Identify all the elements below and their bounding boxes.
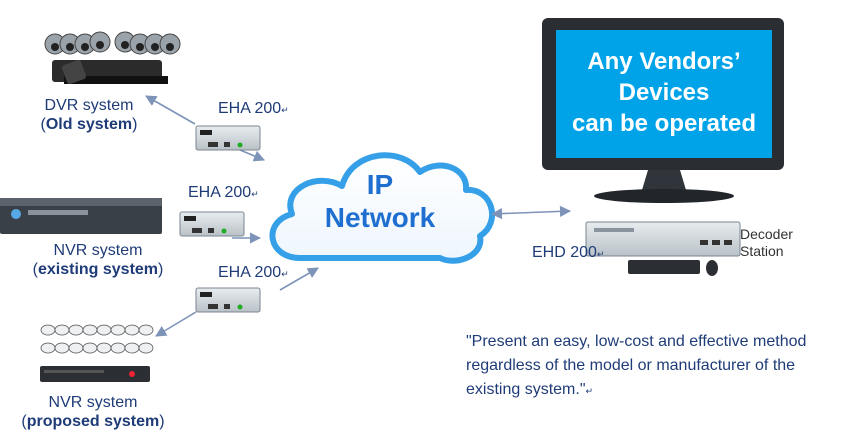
quote-line-1: "Present an easy, low-cost and effective… [466, 333, 807, 350]
cloud-label-network: Network [324, 202, 436, 233]
nvr-proposed-label: NVR system (proposed system) [18, 393, 168, 431]
monitor-text-line-3: can be operated [571, 110, 757, 137]
nvr-proposed-device-image [40, 324, 154, 382]
quote-text: "Present an easy, low-cost and effective… [466, 330, 858, 403]
monitor-text-line-1: Any Vendors’ [587, 48, 741, 75]
nvr-existing-label: NVR system (existing system) [18, 241, 178, 279]
dvr-device-image [44, 31, 181, 84]
encoder-box-2 [179, 211, 245, 237]
nvr-proposed-name: NVR system [48, 394, 138, 411]
monitor-image [542, 18, 784, 203]
monitor-screen-text: Any Vendors’ Devices can be operated [556, 46, 772, 139]
ip-network-cloud [269, 152, 496, 264]
decoder-station-image [585, 221, 741, 276]
dvr-name: DVR system [44, 97, 134, 114]
encoder-box-3 [195, 287, 261, 313]
encoder-label-1: EHA 200↵ [218, 100, 289, 117]
encoder-label-2: EHA 200↵ [188, 184, 259, 201]
nvr-existing-sub: (existing system) [32, 261, 164, 278]
monitor-text-line-2: Devices [618, 79, 710, 106]
decoder-label: EHD 200↵ [532, 244, 605, 261]
dvr-sub: (Old system) [40, 116, 138, 133]
quote-line-3: existing system."↵ [466, 381, 594, 398]
decoder-station-label: Decoder Station [740, 226, 793, 259]
dvr-label: DVR system (Old system) [34, 96, 144, 134]
cloud-label: IP Network [300, 168, 460, 234]
connection-arrows [145, 95, 572, 337]
nvr-existing-name: NVR system [53, 242, 143, 259]
nvr-proposed-sub: (proposed system) [21, 413, 165, 430]
encoder-label-3: EHA 200↵ [218, 264, 289, 281]
cloud-label-ip: IP [366, 169, 394, 200]
quote-line-2: regardless of the model or manufacturer … [466, 357, 796, 374]
encoder-box-1 [195, 125, 261, 151]
nvr-existing-device-image [0, 198, 162, 234]
